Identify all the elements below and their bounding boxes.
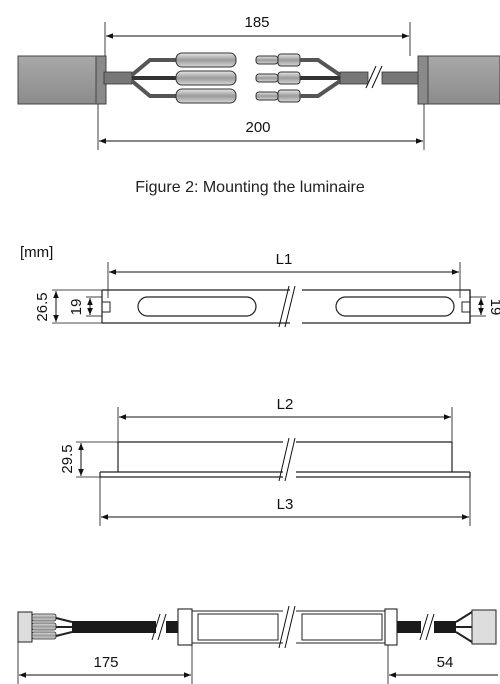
dim-label-l3: L3	[277, 496, 294, 513]
dim-label-200: 200	[245, 119, 270, 136]
left-profile	[17, 55, 107, 105]
slot-right	[335, 296, 455, 317]
dim-label-185: 185	[244, 14, 269, 31]
female-connectors	[175, 52, 237, 104]
dim-label-29-5: 29.5	[59, 444, 76, 473]
unit-label: [mm]	[20, 244, 53, 261]
dim-label-175: 175	[93, 654, 118, 671]
dim-label-26-5: 26.5	[34, 292, 51, 321]
slot-left	[137, 296, 257, 317]
view-l2-l3: L2 29.5 L3	[59, 396, 471, 526]
dim-label-54: 54	[437, 654, 454, 671]
right-profile	[417, 55, 500, 105]
view-l1: L1 26.5 19 19	[34, 251, 500, 328]
figure-caption: Figure 2: Mounting the luminaire	[135, 179, 365, 196]
male-connectors	[255, 53, 301, 103]
dim-label-l1: L1	[276, 251, 293, 268]
dim-label-19-left: 19	[68, 299, 85, 316]
dim-label-19-right: 19	[487, 299, 500, 316]
connection-drawing: 185	[17, 14, 500, 150]
view-cables: 175 54	[17, 605, 498, 684]
dim-label-l2: L2	[277, 396, 294, 413]
